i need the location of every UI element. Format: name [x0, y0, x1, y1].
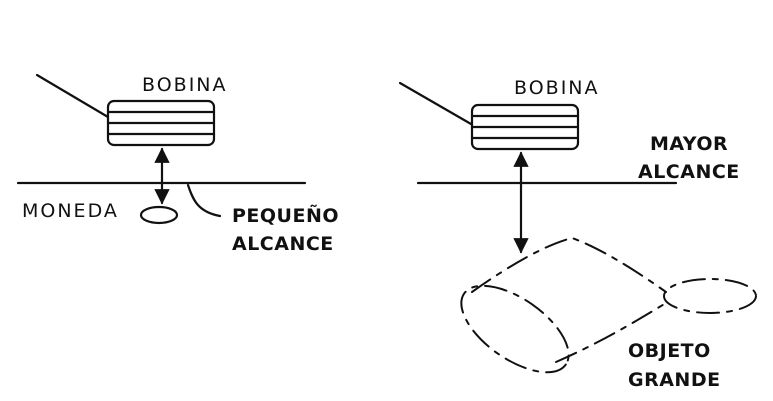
range-pointer-curve: [186, 183, 222, 218]
large-object-label-line2: GRANDE: [628, 369, 721, 391]
large-range-label-line2: ALCANCE: [638, 161, 740, 183]
left-coil-label: BOBINA: [142, 74, 228, 96]
right-coil-icon: [470, 103, 580, 151]
right-coil-label: BOBINA: [514, 77, 600, 99]
large-object-label-line1: OBJETO: [628, 340, 711, 362]
right-coil-handle: [398, 81, 473, 126]
large-object-icon: [460, 236, 757, 374]
small-range-label-line1: PEQUEÑO: [232, 203, 339, 227]
left-coil-icon: [106, 99, 216, 147]
coin-label: MONEDA: [22, 200, 119, 222]
left-coil-handle: [35, 73, 110, 119]
left-panel: BOBINA MONEDA PEQUEÑO ALCANCE: [16, 73, 339, 255]
small-range-label-line2: ALCANCE: [232, 233, 334, 255]
large-range-label-line1: MAYOR: [650, 133, 728, 155]
coin-icon: [139, 205, 179, 225]
right-panel: BOBINA MAYOR ALCANCE OBJETO GRANDE: [398, 77, 757, 391]
